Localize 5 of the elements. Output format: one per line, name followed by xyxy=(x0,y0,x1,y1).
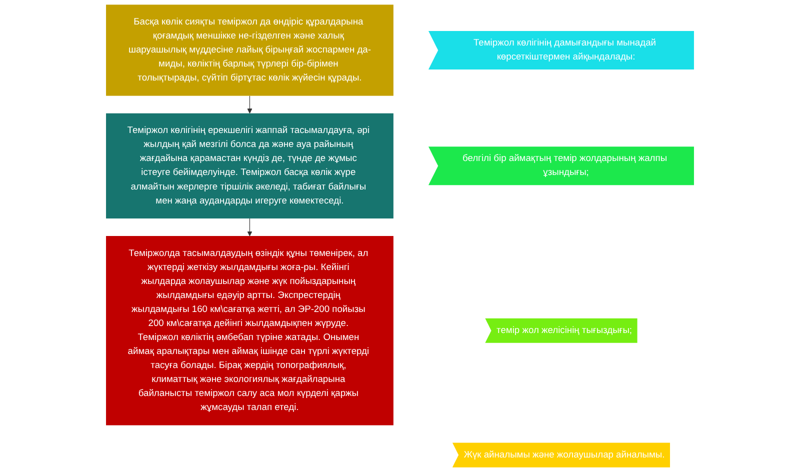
node-box: Теміржол көлігінің ерекшелігі жаппай тасымалдауға, әрі жылдың қай мезгілі болса да және ауа райының жағдайына қарамастан күндіз де, түнде де жұмыс істеуге бейімделуінде. Теміржол басқа көлік жүре алмайтын жерлерге тіршілік әкеледі, табиғат байлығы мен жаңа аудандарды игеруге көмектеседі. xyxy=(106,113,394,218)
arrow xyxy=(247,96,252,114)
arrow xyxy=(247,218,252,236)
node-box: Басқа көлік сияқты теміржол да өндіріс құралдарына қоғамдық меншікке не-гізделген және халық шаруашылық мүддесіне лайық бірыңғай жоспармен да-миды, көліктің барлық түрлері бір-бірімен толықтырады, сүйтіп біртұтас көлік жүйесін құрады. xyxy=(106,4,394,96)
node-box: Теміржолда тасымалдаудың өзіндік құны төменірек, ал жүктерді жеткізу жылдамдығы жоға-ры. Кейінгі жылдарда жолаушылар және жүк пойыздарының жылдамдығы едәуір артты. Экспрестердің жылдамдығы 160 км\сағатқа жетті, ал ЭР-200 пойызы 200 км\сағатқа дейінгі жылдамдықпен жүруде. Теміржол көліктің әмбебап түріне жатады. Онымен аймақ аралықтары мен аймақ ішінде сан түрлі жүктерді тасуға болады. Бірақ жердің топографиялық, климаттық және экологиялық жағдайларына байланысты теміржол салу аса мол күрделі қаржы жұмсауды талап етеді. xyxy=(106,236,394,426)
